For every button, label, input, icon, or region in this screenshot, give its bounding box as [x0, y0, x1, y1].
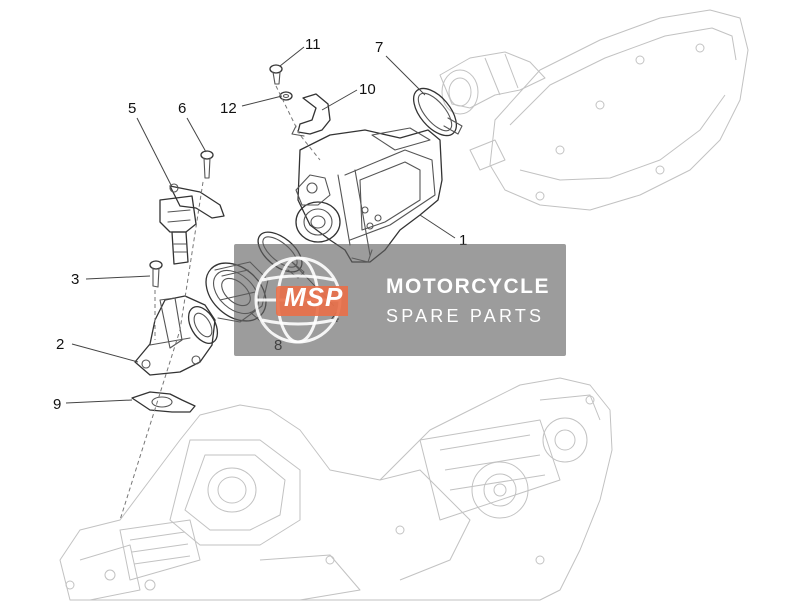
- screw-top: [269, 64, 283, 85]
- leader-11: [279, 46, 305, 67]
- callout-11: 11: [305, 36, 321, 53]
- callout-10: 10: [359, 81, 376, 98]
- leader-3: [85, 275, 151, 280]
- watermark-brand: MSP: [284, 282, 344, 312]
- watermark-title: MOTORCYCLE: [386, 275, 550, 298]
- callout-7: 7: [375, 39, 383, 56]
- bracket: [291, 93, 331, 137]
- callout-12: 12: [220, 100, 237, 117]
- callout-1: 1: [459, 232, 467, 249]
- watermark-subtitle: SPARE PARTS: [386, 306, 545, 326]
- leader-2: [71, 343, 139, 363]
- callout-labels: 1 2 3 4 5 6 7 8 9 10 11 12: [53, 36, 467, 413]
- assembly-guide-lines: [119, 85, 321, 521]
- leader-10: [321, 89, 358, 111]
- callout-9: 9: [53, 396, 61, 413]
- hose-clamp-top: [412, 87, 463, 137]
- engine-crankcase-ghost: [59, 377, 613, 601]
- callout-2: 2: [56, 336, 64, 353]
- leader-6: [186, 117, 207, 153]
- leader-9: [65, 399, 133, 404]
- msp-globe-logo: [254, 256, 348, 344]
- callout-5: 5: [128, 100, 136, 117]
- screw-injector: [200, 150, 214, 179]
- leader-1: [419, 214, 456, 239]
- watermark-banner: MSP MOTORCYCLE SPARE PARTS: [234, 244, 566, 356]
- intake-manifold: [134, 295, 219, 376]
- leader-7: [385, 55, 426, 96]
- callout-3: 3: [71, 271, 79, 288]
- leader-5: [136, 117, 173, 188]
- msp-logo-accent-band: [276, 286, 348, 316]
- leader-12: [241, 95, 283, 107]
- gasket: [131, 391, 196, 413]
- throttle-body: [295, 127, 443, 263]
- callout-6: 6: [178, 100, 186, 117]
- screw-manifold: [149, 260, 163, 288]
- fuel-injector: [159, 183, 225, 265]
- variator-cover-ghost: [439, 9, 749, 211]
